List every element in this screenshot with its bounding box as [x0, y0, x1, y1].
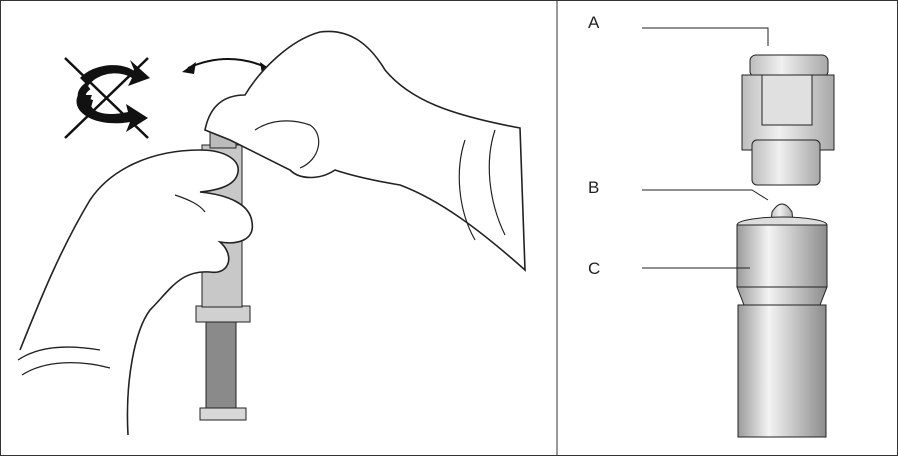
- label-a: A: [588, 13, 600, 32]
- right-panel: A B C: [588, 13, 835, 438]
- upper-hand: [204, 30, 526, 272]
- left-panel: [17, 30, 526, 436]
- no-rotate-icon: [64, 57, 150, 139]
- syringe-barrel: [736, 216, 828, 438]
- label-c: C: [588, 259, 600, 278]
- needle-cap: [741, 54, 835, 186]
- lower-hand: [19, 149, 254, 436]
- leader-line-a: [642, 27, 769, 46]
- leader-line-b: [642, 189, 769, 201]
- label-b: B: [588, 178, 599, 197]
